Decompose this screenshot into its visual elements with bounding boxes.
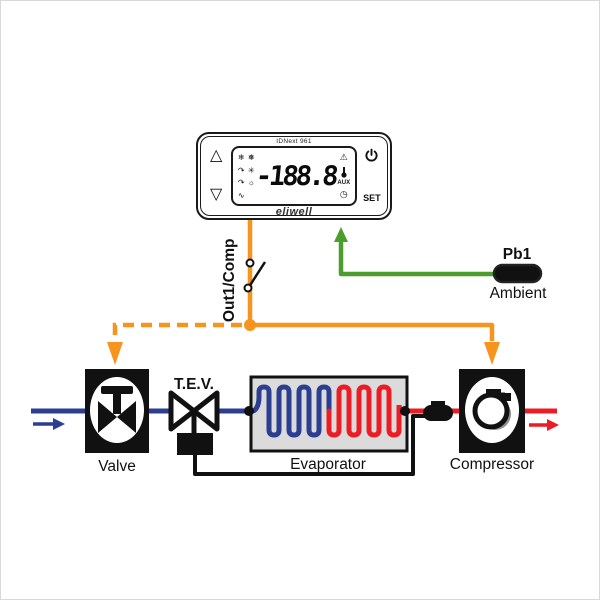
brand-logo: eliwell (275, 206, 313, 218)
left-button-column: △ ▽ (201, 146, 231, 206)
compressor-branch-arrow-icon (484, 342, 500, 365)
suction-flow-arrow-icon (33, 418, 65, 430)
wire-junction-dot (244, 319, 256, 331)
right-button-column: SET (357, 146, 387, 206)
evaporator-outlet-junction-dot (400, 406, 410, 416)
lcd-right-icons: ⚠ AUX ◷ (336, 150, 352, 202)
controller-model-label: IDNext 961 (276, 138, 312, 145)
probe-wire (338, 241, 521, 277)
wave-icon: ∿ (237, 190, 245, 200)
probe-wire-arrow-icon (334, 227, 348, 242)
set-button[interactable]: SET (363, 193, 381, 203)
cycle-icon: ↷ (237, 178, 245, 187)
frost-icon: ❅ (247, 153, 255, 162)
discharge-flow-arrow-icon (529, 419, 559, 431)
relay-switch-icon (243, 258, 267, 293)
controller-bezel: IDNext 961 △ ▽ ❄ ❅ ↷ ✳ ↷ ☼ ∿ - (200, 136, 388, 218)
power-button[interactable] (364, 148, 379, 163)
defrost-icon: ❄ (237, 153, 245, 162)
valve-box (85, 369, 149, 453)
aux-label: AUX (337, 180, 351, 187)
down-button[interactable]: ▽ (209, 186, 223, 203)
temperature-readout: -188.8 (254, 160, 338, 192)
up-button[interactable]: △ (209, 147, 223, 164)
lcd-display: ❄ ❅ ↷ ✳ ↷ ☼ ∿ -188.8 ⚠ (231, 146, 357, 206)
probe-sublabel: Ambient (490, 285, 548, 302)
capillary-line (193, 414, 425, 476)
evaporator-box (244, 375, 410, 453)
valve-branch-wire (112, 322, 242, 341)
valve-label: Valve (98, 458, 136, 475)
evaporator-coil-red (326, 384, 410, 438)
probe-label: Pb1 (503, 246, 532, 263)
lcd-status-icons: ❄ ❅ ↷ ✳ ↷ ☼ ∿ (236, 150, 256, 202)
probe-bulb-icon (492, 263, 543, 284)
drip-icon: ↷ (237, 165, 245, 175)
thermometer-icon (341, 166, 347, 178)
alarm-icon: ⚠ (339, 152, 348, 162)
compressor-icon (472, 389, 511, 430)
evaporator-coil-blue (246, 384, 332, 438)
compressor-box (459, 369, 525, 453)
output-wire-label: Out1/Comp (221, 238, 238, 322)
valve-icon (98, 386, 136, 433)
sensing-bulb-icon (423, 401, 453, 421)
evaporator-label: Evaporator (290, 456, 366, 473)
tev-icon (168, 390, 220, 455)
evaporator-inlet-junction-dot (244, 406, 254, 416)
compressor-label: Compressor (450, 456, 534, 473)
controller-device: IDNext 961 △ ▽ ❄ ❅ ↷ ✳ ↷ ☼ ∿ - (196, 132, 392, 220)
clock-icon: ◷ (339, 188, 348, 199)
light-icon: ☼ (247, 178, 255, 187)
valve-branch-arrow-icon (107, 342, 123, 365)
tev-label: T.E.V. (174, 376, 214, 393)
compressor-branch-wire (253, 322, 495, 341)
fan-icon: ✳ (247, 165, 255, 175)
